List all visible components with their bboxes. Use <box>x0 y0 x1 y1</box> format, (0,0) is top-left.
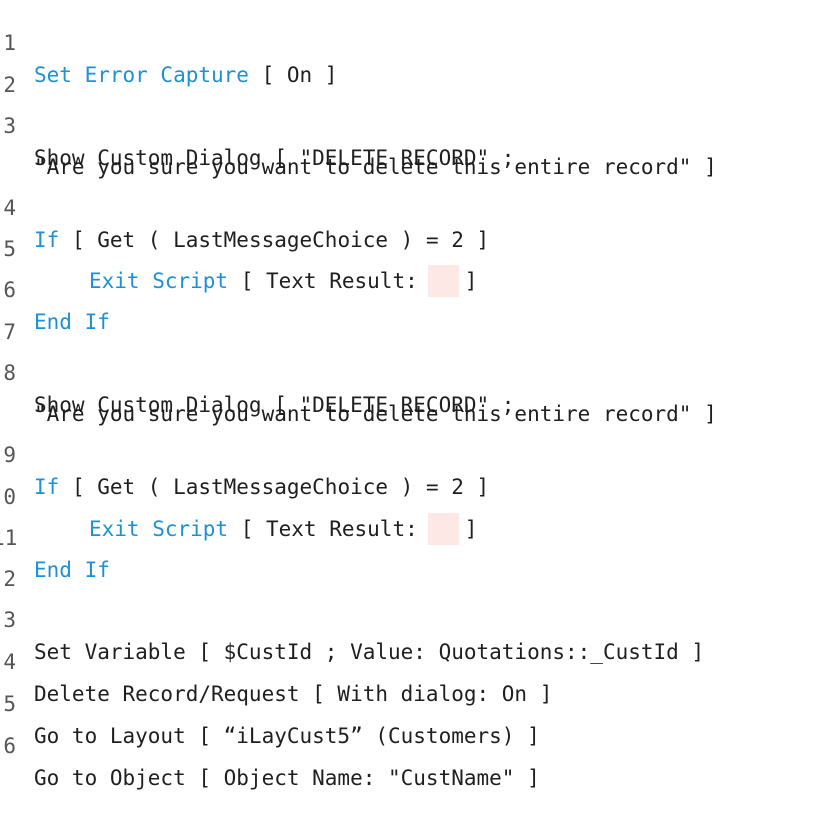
script-editor[interactable]: 1 Set Error Capture [ On ] 2 3 Show Cust… <box>0 0 821 790</box>
step-params: [ On ] <box>248 63 338 87</box>
script-step-continuation: "Are you sure you want to delete this en… <box>34 402 717 426</box>
script-line-continuation[interactable]: "Are you sure you want to delete this en… <box>0 366 717 426</box>
script-step: Go to Object [ Object Name: "CustName" ] <box>34 766 540 790</box>
script-line[interactable]: 9 If [ Get ( LastMessageChoice ) = 2 ] <box>0 407 489 499</box>
script-line[interactable]: 6 End If <box>0 242 110 334</box>
script-line[interactable]: 8 Show Custom Dialog [ "DELETE RECORD" ; <box>0 325 514 417</box>
step-params: [ Get ( LastMessageChoice ) = 2 ] <box>59 228 490 252</box>
line-number: 8 <box>3 361 16 385</box>
script-step: End If <box>34 306 110 338</box>
closing-bracket: ] <box>464 269 478 293</box>
script-step: If [ Get ( LastMessageChoice ) = 2 ] <box>34 471 489 503</box>
script-step-continuation: "Are you sure you want to delete this en… <box>34 155 717 179</box>
line-number: 5 <box>3 237 16 261</box>
line-number: 7 <box>3 320 16 344</box>
empty-result-field[interactable] <box>427 513 459 545</box>
script-line[interactable]: 5 Exit Script [ Text Result:] <box>0 201 477 297</box>
script-line[interactable]: 4 Delete Record/Request [ With dialog: O… <box>0 614 552 706</box>
script-line[interactable]: 2 <box>0 37 51 97</box>
script-line[interactable]: 0 Exit Script [ Text Result:] <box>0 449 477 545</box>
step-params: [ Text Result: <box>228 517 418 541</box>
empty-result-field[interactable] <box>427 265 459 297</box>
script-step: Show Custom Dialog [ "DELETE RECORD" ; <box>34 146 515 170</box>
line-number: 4 <box>3 196 16 220</box>
step-keyword: Exit Script <box>89 517 229 541</box>
step-keyword: If <box>34 228 60 252</box>
step-keyword: End If <box>34 310 110 334</box>
line-number: 1 <box>3 31 16 55</box>
script-line[interactable]: 3 Show Custom Dialog [ "DELETE RECORD" ; <box>0 78 514 170</box>
closing-bracket: ] <box>464 517 478 541</box>
script-line[interactable]: 3 Set Variable [ $CustId ; Value: Quotat… <box>0 572 704 664</box>
step-keyword: Exit Script <box>89 269 229 293</box>
step-keyword: If <box>34 475 60 499</box>
script-line[interactable]: 5 Go to Layout [ “iLayCust5” (Customers)… <box>0 656 539 748</box>
step-keyword: Set Error Capture <box>34 63 249 87</box>
script-step: Exit Script [ Text Result:] <box>89 513 477 545</box>
line-number: 9 <box>3 443 16 467</box>
script-step: Set Variable [ $CustId ; Value: Quotatio… <box>34 640 705 664</box>
line-number: 11 <box>0 526 18 550</box>
script-step: End If <box>34 554 110 586</box>
line-number: 3 <box>3 608 16 632</box>
line-number: 5 <box>3 692 16 716</box>
script-line[interactable]: 1 Set Error Capture [ On ] <box>0 0 337 87</box>
step-params: [ Get ( LastMessageChoice ) = 2 ] <box>59 475 490 499</box>
step-keyword: End If <box>34 558 110 582</box>
step-params: [ Text Result: <box>228 269 418 293</box>
line-number: 4 <box>3 650 16 674</box>
script-step: Set Error Capture [ On ] <box>34 59 337 91</box>
script-step: If [ Get ( LastMessageChoice ) = 2 ] <box>34 224 489 256</box>
script-line[interactable]: 6 Go to Object [ Object Name: "CustName"… <box>0 698 539 790</box>
line-number: 2 <box>3 567 16 591</box>
line-number: 6 <box>3 278 16 302</box>
script-line-continuation[interactable]: "Are you sure you want to delete this en… <box>0 119 717 179</box>
script-line[interactable]: 2 <box>0 531 51 591</box>
line-number: 0 <box>3 485 16 509</box>
script-line[interactable]: 11 End If <box>0 490 110 582</box>
line-number: 3 <box>3 114 16 138</box>
line-number: 6 <box>3 734 16 758</box>
script-step: Exit Script [ Text Result:] <box>89 265 477 297</box>
script-line[interactable]: 4 If [ Get ( LastMessageChoice ) = 2 ] <box>0 160 489 252</box>
script-step: Go to Layout [ “iLayCust5” (Customers) ] <box>34 724 540 748</box>
script-step: Show Custom Dialog [ "DELETE RECORD" ; <box>34 393 515 417</box>
script-step: Delete Record/Request [ With dialog: On … <box>34 682 553 706</box>
script-line[interactable]: 7 <box>0 284 51 344</box>
line-number: 2 <box>3 73 16 97</box>
